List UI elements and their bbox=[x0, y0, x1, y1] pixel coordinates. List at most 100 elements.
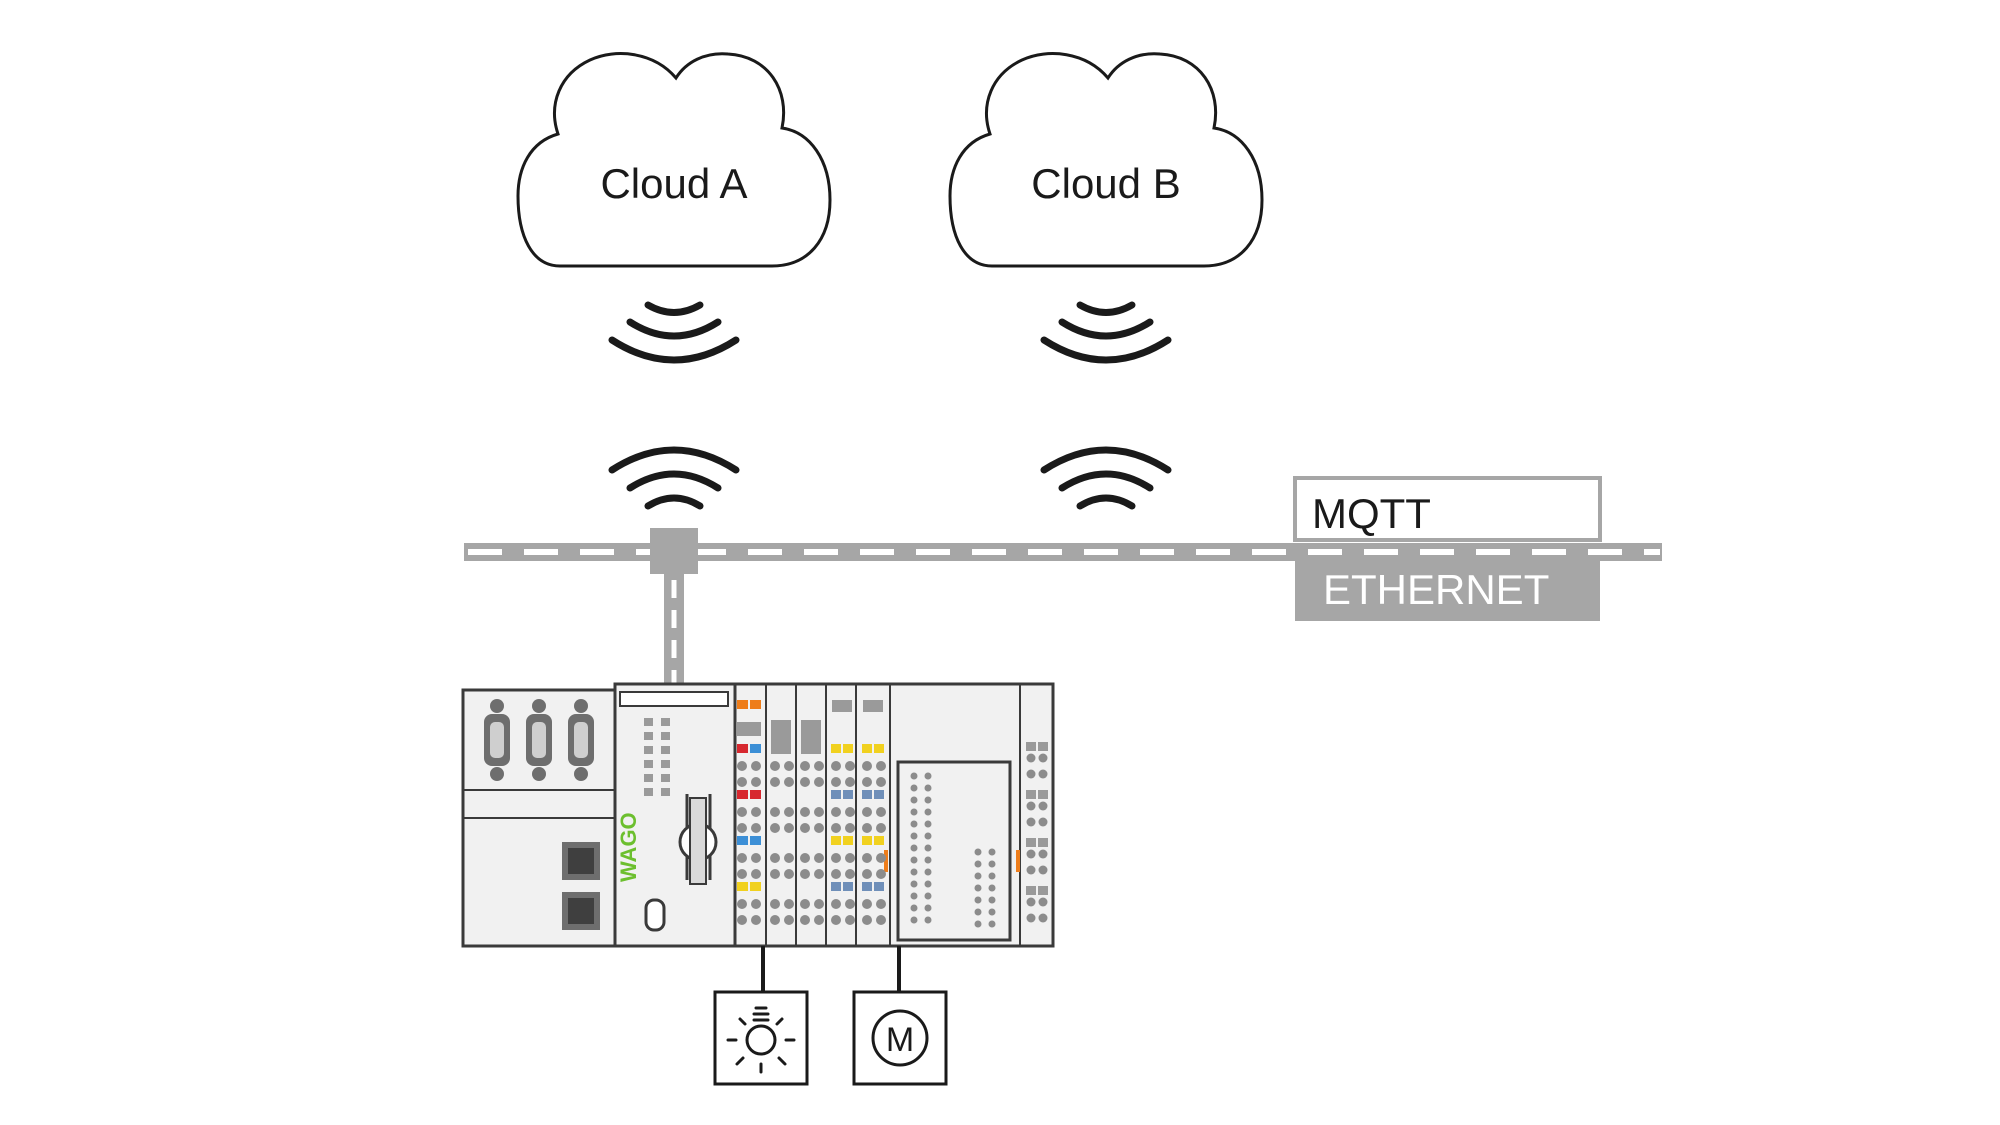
terminal-dot bbox=[845, 869, 855, 879]
terminal-dot bbox=[784, 807, 794, 817]
cloud-b-label: Cloud B bbox=[1031, 160, 1180, 207]
terminal-dot bbox=[737, 899, 747, 909]
terminal-dot bbox=[974, 884, 982, 892]
terminal-dot bbox=[784, 761, 794, 771]
terminal-dot bbox=[784, 869, 794, 879]
terminal-dots bbox=[737, 753, 1048, 928]
motor-device: M bbox=[852, 990, 948, 1086]
terminal-dot bbox=[845, 777, 855, 787]
terminal-dot bbox=[751, 807, 761, 817]
terminal-dot bbox=[1038, 769, 1048, 779]
device-wires bbox=[761, 946, 901, 992]
terminal-dot bbox=[876, 777, 886, 787]
terminal-dot bbox=[974, 848, 982, 856]
terminal-dot bbox=[974, 860, 982, 868]
terminal-dot bbox=[751, 853, 761, 863]
terminal-dot bbox=[845, 807, 855, 817]
terminal-dot bbox=[924, 832, 932, 840]
terminal-dot bbox=[751, 761, 761, 771]
terminal-dot bbox=[876, 807, 886, 817]
terminal-dot bbox=[770, 869, 780, 879]
terminal-dot bbox=[1026, 865, 1036, 875]
terminal-dot bbox=[814, 899, 824, 909]
terminal-dot bbox=[1026, 769, 1036, 779]
ethernet-box bbox=[1295, 553, 1600, 621]
terminal-dot bbox=[1026, 913, 1036, 923]
ethernet-port-icon bbox=[562, 892, 600, 930]
terminal-dot bbox=[845, 823, 855, 833]
brand-logo: WAGO bbox=[616, 812, 641, 882]
led-matrix bbox=[644, 718, 670, 796]
signal-up-b-icon bbox=[1040, 446, 1172, 510]
cloud-a-label: Cloud A bbox=[600, 160, 747, 207]
terminal-dot bbox=[876, 761, 886, 771]
terminal-dot bbox=[924, 844, 932, 852]
terminal-dot bbox=[988, 872, 996, 880]
terminal-dot bbox=[784, 853, 794, 863]
terminal-dot bbox=[814, 869, 824, 879]
terminal-dot bbox=[737, 915, 747, 925]
terminal-dot bbox=[862, 869, 872, 879]
cloud-b-shape bbox=[948, 52, 1264, 268]
terminal-dot bbox=[910, 820, 918, 828]
terminal-dot bbox=[910, 856, 918, 864]
terminal-dot bbox=[988, 908, 996, 916]
terminal-dot bbox=[737, 853, 747, 863]
terminal-dot bbox=[988, 920, 996, 928]
terminal-dot bbox=[1038, 849, 1048, 859]
terminal-dot bbox=[862, 899, 872, 909]
signal-down-a-icon bbox=[608, 301, 740, 364]
ethernet-label: ETHERNET bbox=[1323, 566, 1549, 613]
terminal-dot bbox=[924, 880, 932, 888]
terminal-dot bbox=[831, 869, 841, 879]
terminal-dot bbox=[737, 807, 747, 817]
terminal-dot bbox=[831, 915, 841, 925]
terminal-dot bbox=[974, 908, 982, 916]
terminal-dot bbox=[770, 823, 780, 833]
terminal-dot bbox=[814, 915, 824, 925]
terminal-dot bbox=[876, 899, 886, 909]
bus-junction bbox=[650, 528, 698, 574]
serial-port-icon bbox=[526, 699, 552, 781]
terminal-dot bbox=[924, 772, 932, 780]
terminal-dot bbox=[924, 868, 932, 876]
terminal-dot bbox=[862, 823, 872, 833]
terminal-dot bbox=[737, 823, 747, 833]
bus-drop bbox=[664, 572, 684, 686]
terminal-dot bbox=[1026, 849, 1036, 859]
terminal-dot bbox=[831, 899, 841, 909]
terminal-dot bbox=[1038, 897, 1048, 907]
terminal-dot bbox=[988, 848, 996, 856]
io-markers bbox=[737, 700, 1048, 895]
terminal-dot bbox=[974, 920, 982, 928]
terminal-dot bbox=[1026, 801, 1036, 811]
terminal-dot bbox=[1038, 817, 1048, 827]
terminal-dot bbox=[1038, 753, 1048, 763]
terminal-dot bbox=[988, 860, 996, 868]
terminal-dot bbox=[800, 915, 810, 925]
terminal-dot bbox=[924, 808, 932, 816]
signal-down-b-icon bbox=[1040, 301, 1172, 364]
terminal-dot bbox=[910, 796, 918, 804]
terminal-dot bbox=[910, 808, 918, 816]
terminal-dot bbox=[845, 899, 855, 909]
terminal-dot bbox=[800, 823, 810, 833]
protocol-stack: MQTT ETHERNET bbox=[1293, 476, 1602, 621]
terminal-dot bbox=[751, 777, 761, 787]
ethernet-bus bbox=[464, 528, 1662, 686]
terminal-dot bbox=[910, 844, 918, 852]
terminal-dot bbox=[845, 761, 855, 771]
cpu-module bbox=[613, 682, 737, 948]
terminal-dot bbox=[831, 807, 841, 817]
ethernet-port-icon bbox=[562, 842, 600, 880]
terminal-dot bbox=[845, 853, 855, 863]
terminal-dot bbox=[924, 916, 932, 924]
terminal-dot bbox=[751, 823, 761, 833]
terminal-dot bbox=[1026, 897, 1036, 907]
terminal-dot bbox=[924, 904, 932, 912]
terminal-dot bbox=[1038, 865, 1048, 875]
signal-up-a-icon bbox=[608, 446, 740, 510]
terminal-dot bbox=[876, 869, 886, 879]
terminal-dot bbox=[814, 823, 824, 833]
